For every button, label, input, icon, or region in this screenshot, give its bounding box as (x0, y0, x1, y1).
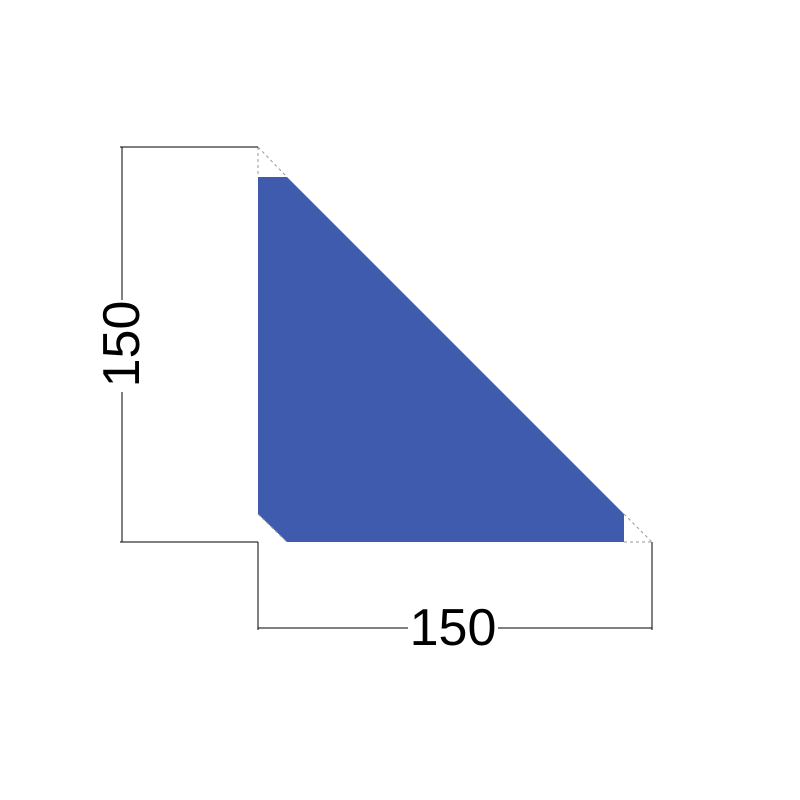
triangle-section-fill (258, 177, 624, 542)
width-dimension-label: 150 (410, 599, 497, 657)
chamfer-construction-lines (257, 146, 653, 543)
height-dimension-label: 150 (93, 301, 151, 388)
height-dimension: 150 (93, 146, 258, 543)
width-dimension: 150 (257, 542, 653, 657)
